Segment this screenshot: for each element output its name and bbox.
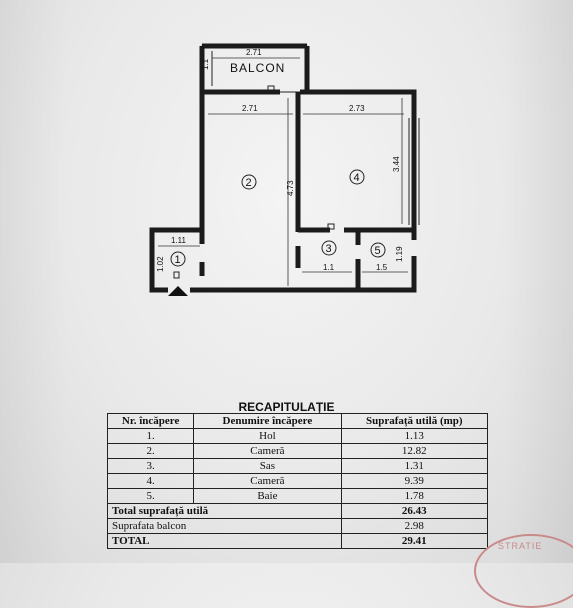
row-name: Hol <box>193 428 342 444</box>
table-row: 3. Sas 1.31 <box>106 458 489 474</box>
total-useful-label: Total suprafață utilă <box>107 503 342 519</box>
total-label: TOTAL <box>107 533 342 549</box>
room4-depth-label: 3.44 <box>392 156 401 172</box>
row-name: Baie <box>193 488 342 504</box>
row-area: 12.82 <box>340 443 489 459</box>
header-area: Suprafață utilă (mp) <box>340 413 489 429</box>
table-row: 2. Cameră 12.82 <box>106 443 489 459</box>
table-row: 4. Cameră 9.39 <box>106 473 489 489</box>
row-name: Cameră <box>193 473 342 489</box>
balcony-depth-label: 1.1 <box>201 58 210 70</box>
total-row: TOTAL 29.41 <box>107 533 489 549</box>
hall-width-label: 1.11 <box>171 236 187 245</box>
table-row: 5. Baie 1.78 <box>106 488 489 504</box>
table-header-row: Nr. încăpere Denumire încăpere Suprafață… <box>106 413 489 429</box>
radiator-mark <box>173 271 180 279</box>
table-row: 1. Hol 1.13 <box>106 428 489 444</box>
row-nr: 4. <box>106 473 195 489</box>
row-area: 1.31 <box>340 458 489 474</box>
svg-text:4: 4 <box>354 172 360 184</box>
floor-plan: 2.71 1.1 BALCON 2.71 2.73 4.73 3.44 1.11… <box>149 43 420 296</box>
bottom-outer-wall <box>190 256 417 293</box>
balcony-area-label: Suprafata balcon <box>107 518 342 534</box>
row-nr: 2. <box>106 443 195 459</box>
svg-text:3: 3 <box>326 243 332 255</box>
hall-depth-label: 1.02 <box>156 256 165 272</box>
row-name: Sas <box>193 458 342 474</box>
header-nr: Nr. încăpere <box>106 413 195 429</box>
svg-text:5: 5 <box>375 245 381 257</box>
balcony-area-value: 2.98 <box>340 518 489 534</box>
entrance-arrow-icon <box>168 286 188 296</box>
balcony-label: BALCON <box>230 61 285 75</box>
room2-depth-label: 4.73 <box>286 180 295 196</box>
total-useful-value: 26.43 <box>340 503 489 519</box>
row-name: Cameră <box>193 443 342 459</box>
room4-width-label: 2.73 <box>349 104 365 113</box>
room2-width-label: 2.71 <box>242 104 258 113</box>
radiator-mark <box>327 223 335 230</box>
svg-text:1: 1 <box>175 254 181 266</box>
row-area: 9.39 <box>340 473 489 489</box>
header-name: Denumire încăpere <box>193 413 342 429</box>
row-nr: 3. <box>106 458 195 474</box>
total-useful-row: Total suprafață utilă 26.43 <box>107 503 489 519</box>
svg-text:2: 2 <box>246 177 252 189</box>
bath-width-label: 1.5 <box>376 263 388 272</box>
bath-depth-label: 1.19 <box>395 246 404 262</box>
row-nr: 5. <box>106 488 195 504</box>
room-4-marker: 4 <box>349 169 365 185</box>
balcony-area-row: Suprafata balcon 2.98 <box>107 518 489 534</box>
room-3-marker: 3 <box>321 240 337 256</box>
recap-table: Nr. încăpere Denumire încăpere Suprafață… <box>106 413 489 549</box>
row-area: 1.78 <box>340 488 489 504</box>
stamp-text: STRATIE <box>498 541 543 551</box>
total-value: 29.41 <box>340 533 489 549</box>
room-1-marker: 1 <box>170 251 186 267</box>
room-2-marker: 2 <box>241 174 257 190</box>
right-outer-wall <box>300 89 417 240</box>
left-outer-wall <box>149 92 205 293</box>
recap-title: RECAPITULAȚIE <box>238 400 335 414</box>
row-area: 1.13 <box>340 428 489 444</box>
row-nr: 1. <box>106 428 195 444</box>
balcony-width-label: 2.71 <box>246 48 262 57</box>
sas-width-label: 1.1 <box>323 263 335 272</box>
room-5-marker: 5 <box>370 242 386 258</box>
